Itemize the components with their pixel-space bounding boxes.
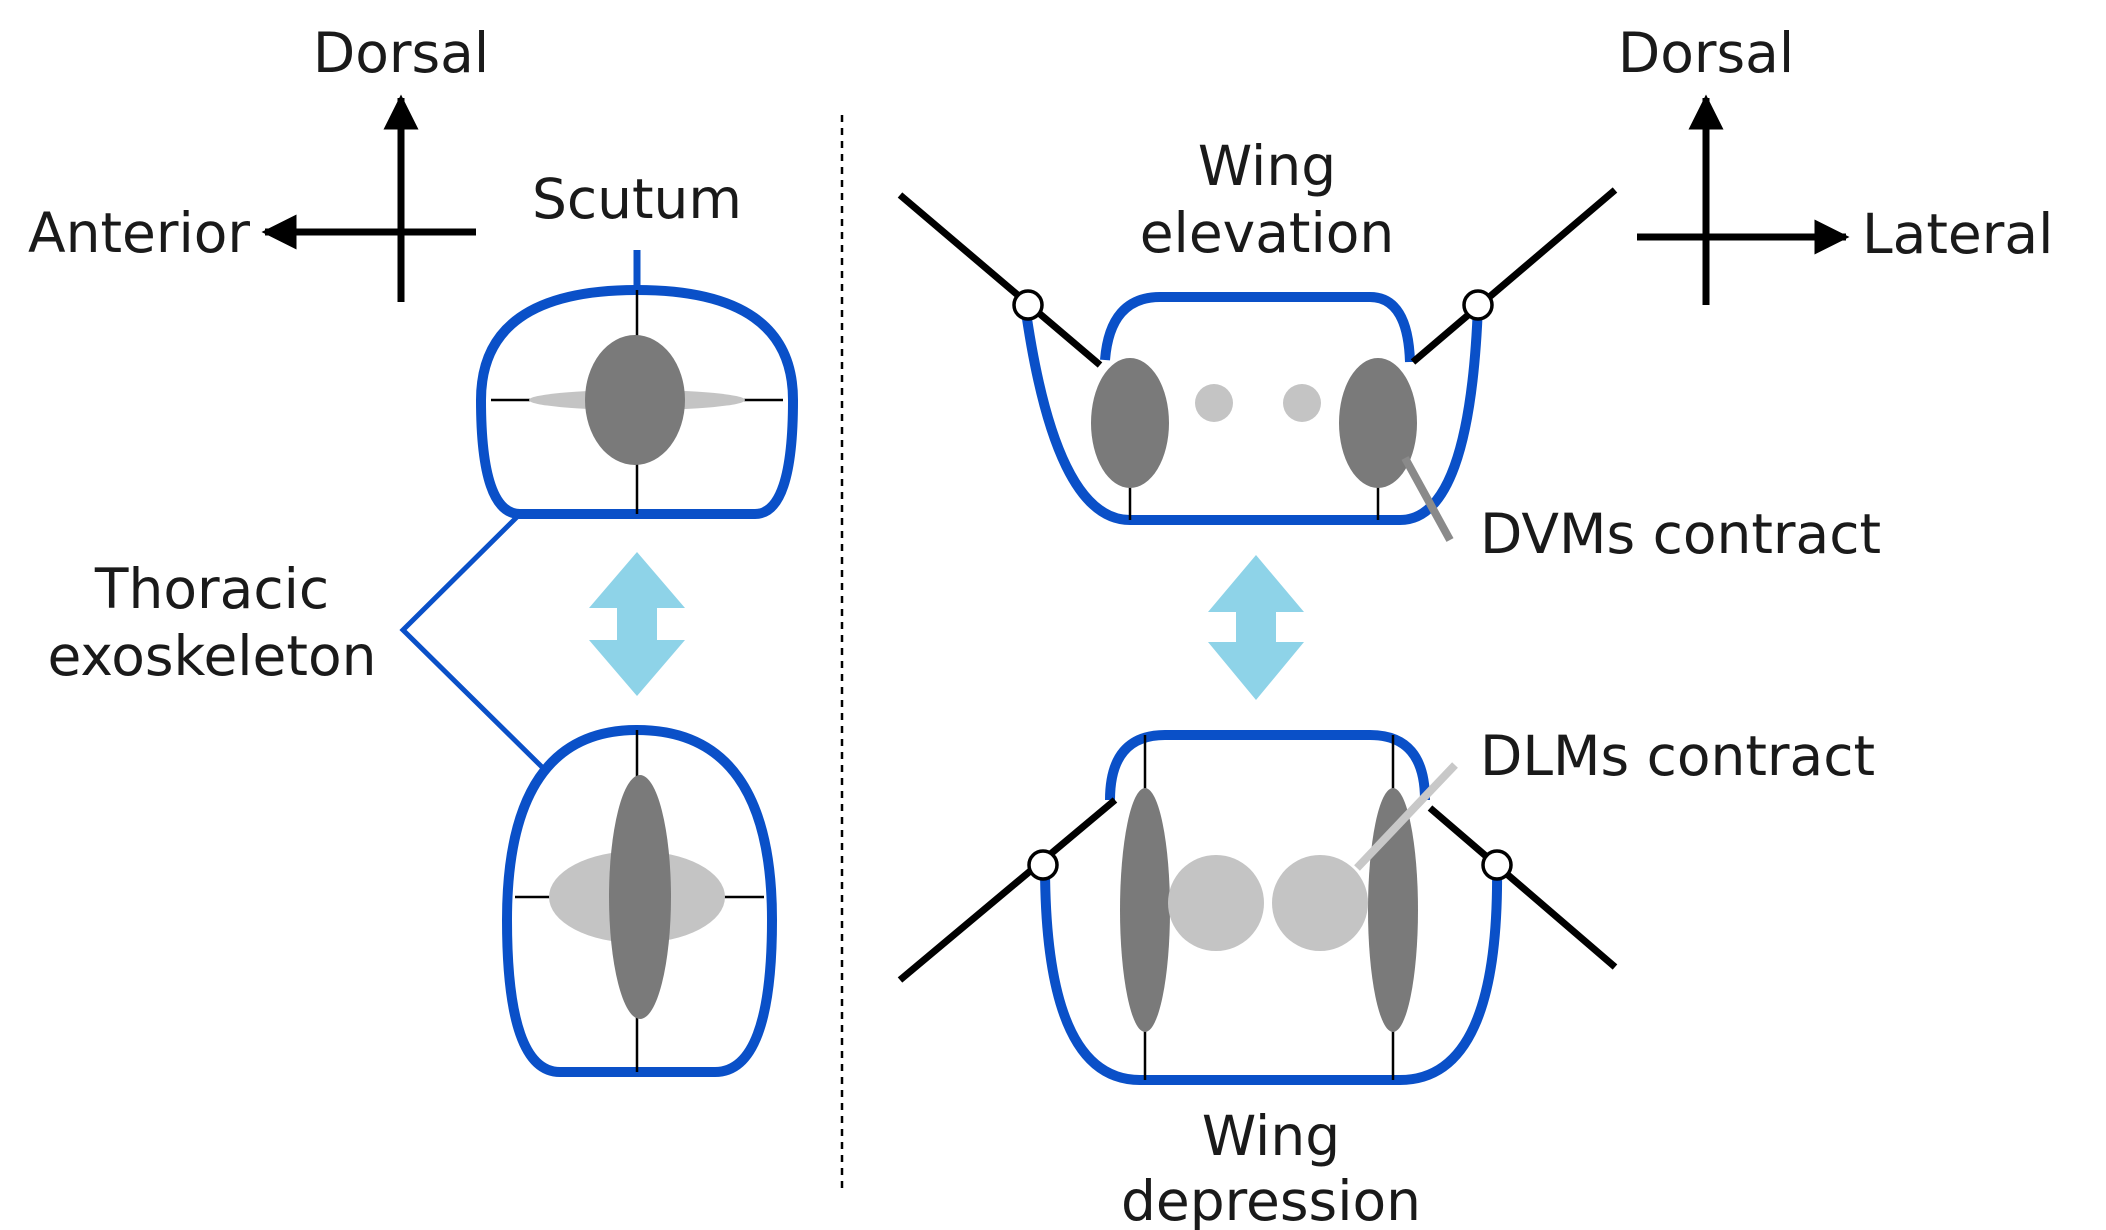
depression-notum-outline xyxy=(1105,730,1430,801)
elevation-right-dvm xyxy=(1339,358,1417,488)
elevation-left-wing-hinge xyxy=(1012,289,1044,321)
elevation-notum-outline xyxy=(1100,292,1415,363)
wing-depression-thorax xyxy=(897,730,1618,1085)
right-axes xyxy=(1637,94,1850,305)
wing-elevation-thorax xyxy=(897,187,1618,542)
wing-elevation-label-line2: elevation xyxy=(1140,201,1395,265)
wing-depression-label-line2: depression xyxy=(1121,1169,1421,1230)
thoracic-label-line1: Thoracic xyxy=(94,557,329,621)
elevation-left-wing xyxy=(897,192,1103,368)
depression-pleura-outline xyxy=(1040,864,1503,1085)
right-dorsal-label: Dorsal xyxy=(1618,21,1794,85)
depression-left-wing xyxy=(897,797,1118,983)
depression-left-dlm xyxy=(1168,855,1264,951)
dlms-label: DLMs contract xyxy=(1480,724,1875,788)
anterior-label: Anterior xyxy=(28,201,250,265)
wing-elevation-label-line1: Wing xyxy=(1198,134,1336,198)
left-dorsal-label: Dorsal xyxy=(313,21,489,85)
elevation-left-dvm xyxy=(1091,358,1169,488)
elevation-right-wing-hinge xyxy=(1462,289,1494,321)
dvms-label: DVMs contract xyxy=(1480,502,1881,566)
exoskeleton-pointer xyxy=(399,512,547,772)
left-axes xyxy=(261,94,476,302)
left-transition-double-arrow xyxy=(589,552,685,696)
thoracic-label-line2: exoskeleton xyxy=(48,624,377,688)
depression-left-dvm xyxy=(1120,788,1170,1032)
lateral-label: Lateral xyxy=(1862,202,2053,266)
dvms-pointer xyxy=(1401,456,1454,542)
right-transition-double-arrow xyxy=(1208,555,1304,700)
depression-right-dlm xyxy=(1272,855,1368,951)
wing-depression-label-line1: Wing xyxy=(1202,1104,1340,1168)
scutum-label: Scutum xyxy=(532,167,742,231)
depression-right-wing xyxy=(1427,805,1618,970)
elevation-right-dlm xyxy=(1283,384,1321,422)
lower-dvm-muscle xyxy=(609,775,671,1019)
dlms-pointer xyxy=(1354,762,1458,871)
elevation-left-dlm xyxy=(1195,384,1233,422)
upper-dvm-muscle xyxy=(585,335,685,465)
elevation-right-wing xyxy=(1410,187,1618,365)
depression-right-wing-hinge xyxy=(1481,849,1513,881)
depression-left-wing-hinge xyxy=(1027,849,1059,881)
upper-thorax xyxy=(476,250,798,519)
lower-thorax xyxy=(502,725,777,1077)
elevation-pleura-outline xyxy=(1020,304,1483,525)
